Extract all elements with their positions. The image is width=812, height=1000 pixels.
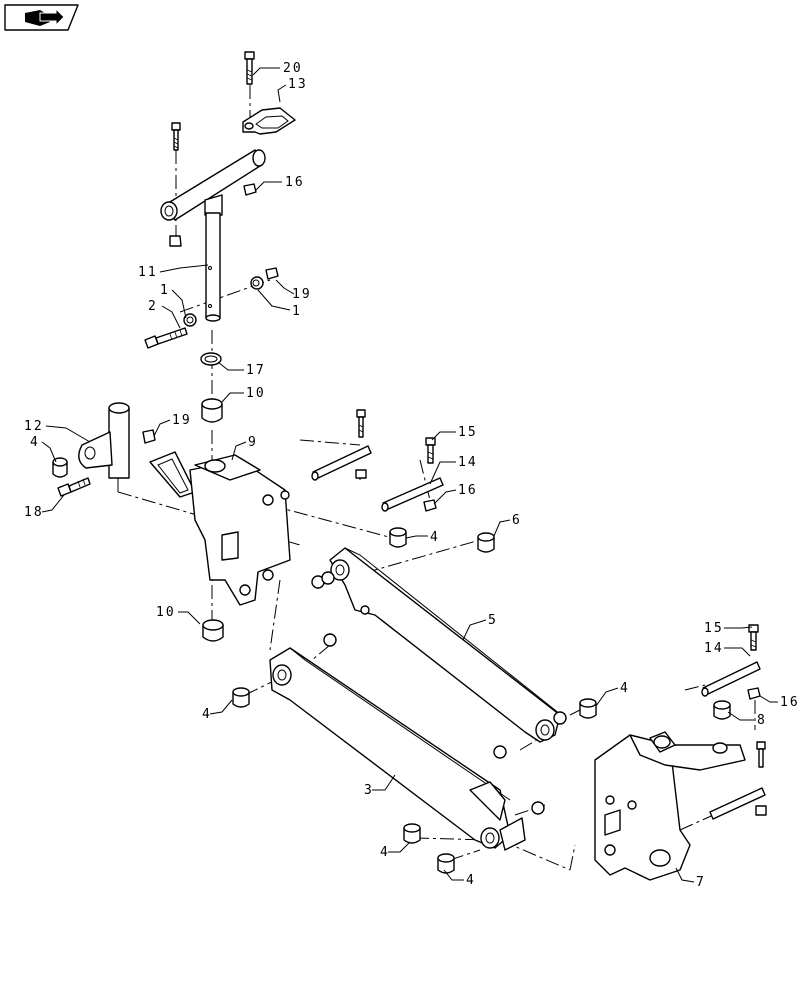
callout-10: 10 — [156, 605, 176, 620]
callout-16: 16 — [780, 695, 800, 710]
bushing-4-bottom-b — [437, 853, 455, 874]
callout-13: 13 — [288, 77, 308, 92]
callout-4: 4 — [430, 530, 440, 545]
bolt-15-right — [748, 624, 759, 651]
nut-under-crossbar — [169, 235, 182, 247]
callout-4: 4 — [620, 681, 630, 696]
callout-16: 16 — [458, 483, 478, 498]
arm-5 — [329, 547, 566, 743]
callout-4: 4 — [380, 845, 390, 860]
pin-14-right — [701, 661, 761, 697]
nut-19-right — [265, 267, 279, 280]
callout-9: 9 — [248, 435, 258, 450]
bushing-4-bottom-a — [403, 823, 421, 844]
bracket-13 — [242, 107, 296, 135]
bushing-10-top — [201, 398, 223, 423]
callout-10: 10 — [246, 386, 266, 401]
callout-4: 4 — [30, 435, 40, 450]
washer-17 — [200, 352, 222, 366]
nav-back-button[interactable] — [4, 4, 79, 31]
leader-lines — [41, 67, 778, 883]
bolt-top-left — [171, 122, 181, 151]
bolt-15-center — [356, 409, 366, 438]
bushing-6 — [477, 532, 495, 553]
handle-crossbar — [160, 149, 266, 221]
callout-16: 16 — [285, 175, 305, 190]
callout-15: 15 — [704, 621, 724, 636]
bolt-18 — [57, 477, 91, 497]
tube-12 — [78, 402, 130, 479]
callout-4: 4 — [202, 707, 212, 722]
callout-4: 4 — [466, 873, 476, 888]
arm-3 — [269, 647, 526, 851]
bushing-4-left — [52, 457, 68, 478]
callout-19: 19 — [292, 287, 312, 302]
pin-stubs-arm-5-left — [311, 571, 335, 589]
bolt-right-lower — [756, 741, 766, 768]
nut-16-top — [243, 183, 257, 196]
callout-18: 18 — [24, 505, 44, 520]
callout-1: 1 — [292, 304, 302, 319]
nut-19-left — [142, 429, 156, 444]
bushing-10-bottom — [202, 619, 224, 642]
bolt-2 — [144, 327, 188, 349]
book-arrow-icon — [25, 7, 65, 27]
callout-19: 19 — [172, 413, 192, 428]
pin-stubs-arm-3 — [323, 633, 545, 815]
shaft-11 — [204, 194, 223, 322]
pin-stubs-arm-5-right — [493, 711, 567, 759]
callout-14: 14 — [704, 641, 724, 656]
callout-12: 12 — [24, 419, 44, 434]
bolt-15 — [425, 437, 436, 464]
callout-11: 11 — [138, 265, 158, 280]
bushing-4-right-upper — [579, 698, 597, 719]
pin-14 — [381, 477, 444, 512]
callout-labels: 20 13 16 11 1 2 19 1 17 10 12 19 4 18 9 … — [24, 61, 800, 890]
pin-center-left — [311, 445, 372, 481]
callout-20: 20 — [283, 61, 303, 76]
bushing-4-left-lower — [232, 687, 250, 708]
nut-16-center — [423, 499, 437, 512]
bolt-20 — [244, 51, 255, 85]
bracket-7 — [594, 731, 746, 881]
nut-16-right — [747, 687, 761, 700]
pin-right-lower — [709, 787, 767, 820]
callout-5: 5 — [488, 613, 498, 628]
callout-15: 15 — [458, 425, 478, 440]
callout-17: 17 — [246, 363, 266, 378]
callout-14: 14 — [458, 455, 478, 470]
bushing-4-center — [389, 527, 407, 548]
callout-6: 6 — [512, 513, 522, 528]
callout-1: 1 — [160, 283, 170, 298]
callout-8: 8 — [757, 713, 767, 728]
bushing-1-right — [250, 276, 264, 290]
callout-7: 7 — [696, 875, 706, 890]
callout-3: 3 — [364, 783, 374, 798]
bracket-9 — [149, 451, 291, 606]
bushing-8 — [713, 700, 731, 720]
callout-2: 2 — [148, 299, 158, 314]
bushing-1-left — [183, 313, 197, 327]
